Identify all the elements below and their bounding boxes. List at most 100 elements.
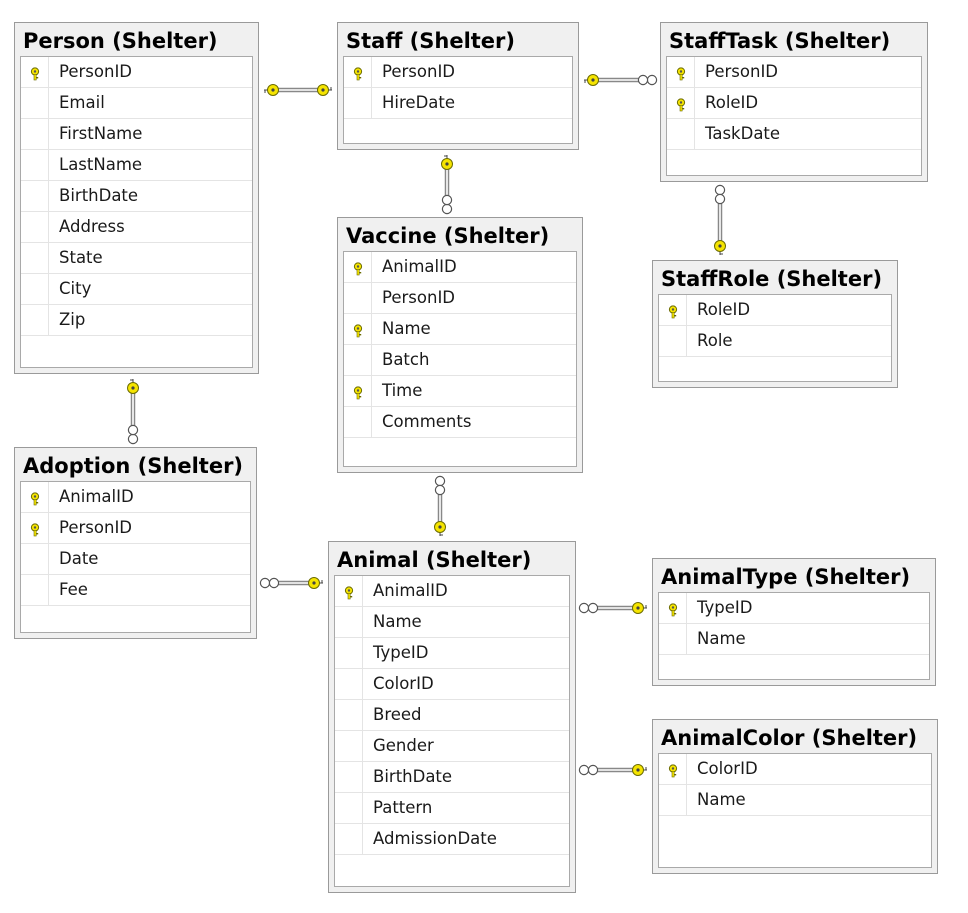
column-row[interactable]: AnimalID (344, 252, 576, 283)
column-name: BirthDate (373, 767, 453, 786)
row-selector (21, 513, 49, 543)
primary-key-icon (667, 763, 679, 782)
column-row[interactable]: Time (344, 376, 576, 407)
column-name: Time (382, 381, 423, 400)
column-row[interactable]: Pattern (335, 793, 569, 824)
row-selector (21, 212, 49, 242)
column-name: Email (59, 93, 105, 112)
row-selector (335, 576, 363, 606)
row-selector (335, 762, 363, 792)
column-name: TypeID (697, 598, 753, 617)
primary-key-icon (667, 304, 679, 323)
column-row[interactable]: ColorID (335, 669, 569, 700)
row-selector (659, 785, 687, 815)
column-row[interactable]: Fee (21, 575, 250, 606)
column-name: RoleID (697, 300, 751, 319)
column-row[interactable]: City (21, 274, 252, 305)
row-selector (667, 119, 695, 149)
table-title: Vaccine (Shelter) (346, 224, 550, 248)
column-row[interactable]: Date (21, 544, 250, 575)
column-name: Comments (382, 412, 472, 431)
column-name: Fee (59, 580, 88, 599)
column-name: ColorID (697, 759, 758, 778)
row-selector (21, 150, 49, 180)
column-row[interactable]: TypeID (335, 638, 569, 669)
column-name: PersonID (382, 288, 456, 307)
column-name: FirstName (59, 124, 143, 143)
primary-key-icon (352, 261, 364, 280)
column-row[interactable]: BirthDate (335, 762, 569, 793)
column-row[interactable]: Name (344, 314, 576, 345)
row-selector (21, 274, 49, 304)
column-row[interactable]: State (21, 243, 252, 274)
column-row[interactable]: Name (335, 607, 569, 638)
column-row[interactable]: Comments (344, 407, 576, 438)
table-title: AnimalType (Shelter) (661, 565, 911, 589)
table-staffrole[interactable]: StaffRole (Shelter) RoleID Role (652, 260, 898, 388)
primary-key-icon (675, 97, 687, 116)
relationship-key-icon (441, 155, 453, 170)
column-row[interactable]: PersonID (667, 57, 921, 88)
column-row[interactable]: Address (21, 212, 252, 243)
table-animaltype[interactable]: AnimalType (Shelter) TypeID Name (652, 558, 936, 686)
column-row[interactable]: TaskDate (667, 119, 921, 150)
column-row[interactable]: Zip (21, 305, 252, 336)
column-row[interactable]: TypeID (659, 593, 929, 624)
column-row[interactable]: AnimalID (21, 482, 250, 513)
table-title: Staff (Shelter) (346, 29, 516, 53)
column-row[interactable]: AdmissionDate (335, 824, 569, 855)
primary-key-icon (343, 585, 355, 604)
column-row[interactable]: RoleID (667, 88, 921, 119)
column-name: Name (697, 629, 746, 648)
row-selector (21, 88, 49, 118)
relationship-many-icon (441, 194, 453, 215)
column-row[interactable]: LastName (21, 150, 252, 181)
column-row[interactable]: PersonID (21, 57, 252, 88)
primary-key-icon (675, 66, 687, 85)
table-title: AnimalColor (Shelter) (661, 726, 918, 750)
row-selector (21, 181, 49, 211)
column-name: Date (59, 549, 99, 568)
relationship-key-icon (632, 602, 647, 614)
column-name: Name (697, 790, 746, 809)
column-row[interactable]: Breed (335, 700, 569, 731)
row-selector (344, 407, 372, 437)
table-title: StaffRole (Shelter) (661, 267, 883, 291)
column-row[interactable]: HireDate (344, 88, 572, 119)
column-row[interactable]: ColorID (659, 754, 931, 785)
column-name: Zip (59, 310, 86, 329)
column-row[interactable]: PersonID (344, 283, 576, 314)
column-row[interactable]: FirstName (21, 119, 252, 150)
column-row[interactable]: PersonID (344, 57, 572, 88)
column-name: PersonID (59, 62, 133, 81)
column-name: City (59, 279, 92, 298)
column-row[interactable]: PersonID (21, 513, 250, 544)
column-name: Pattern (373, 798, 433, 817)
column-name: Address (59, 217, 125, 236)
table-animalcolor[interactable]: AnimalColor (Shelter) ColorID Name (652, 719, 938, 874)
row-selector (335, 824, 363, 854)
column-name: TaskDate (705, 124, 781, 143)
column-row[interactable]: Role (659, 326, 891, 357)
column-name: Breed (373, 705, 422, 724)
row-selector (659, 624, 687, 654)
column-row[interactable]: Email (21, 88, 252, 119)
relationship-many-icon (714, 184, 726, 205)
column-row[interactable]: AnimalID (335, 576, 569, 607)
column-row[interactable]: BirthDate (21, 181, 252, 212)
column-row[interactable]: Name (659, 785, 931, 816)
relationship-key-icon (434, 521, 446, 536)
row-selector (667, 88, 695, 118)
column-row[interactable]: Gender (335, 731, 569, 762)
column-row[interactable]: RoleID (659, 295, 891, 326)
column-row[interactable]: Name (659, 624, 929, 655)
column-row[interactable]: Batch (344, 345, 576, 376)
row-selector (659, 326, 687, 356)
